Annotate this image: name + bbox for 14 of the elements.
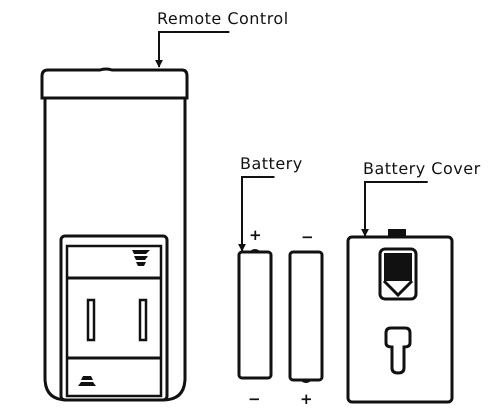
polarity-sign: − (301, 230, 314, 245)
leader-line (155, 31, 230, 68)
leader-line (238, 176, 274, 252)
polarity-sign: − (248, 392, 261, 407)
polarity-sign: + (300, 392, 313, 407)
remote-control-drawing (40, 68, 190, 404)
callout-label: Battery (240, 155, 303, 173)
leader-line (361, 181, 428, 237)
battery-cover-drawing (346, 227, 454, 404)
callout-label: Remote Control (157, 10, 289, 28)
battery-drawing (237, 248, 273, 382)
battery-drawing (288, 248, 324, 384)
callout-label: Battery Cover (363, 160, 481, 178)
polarity-sign: + (249, 228, 262, 243)
